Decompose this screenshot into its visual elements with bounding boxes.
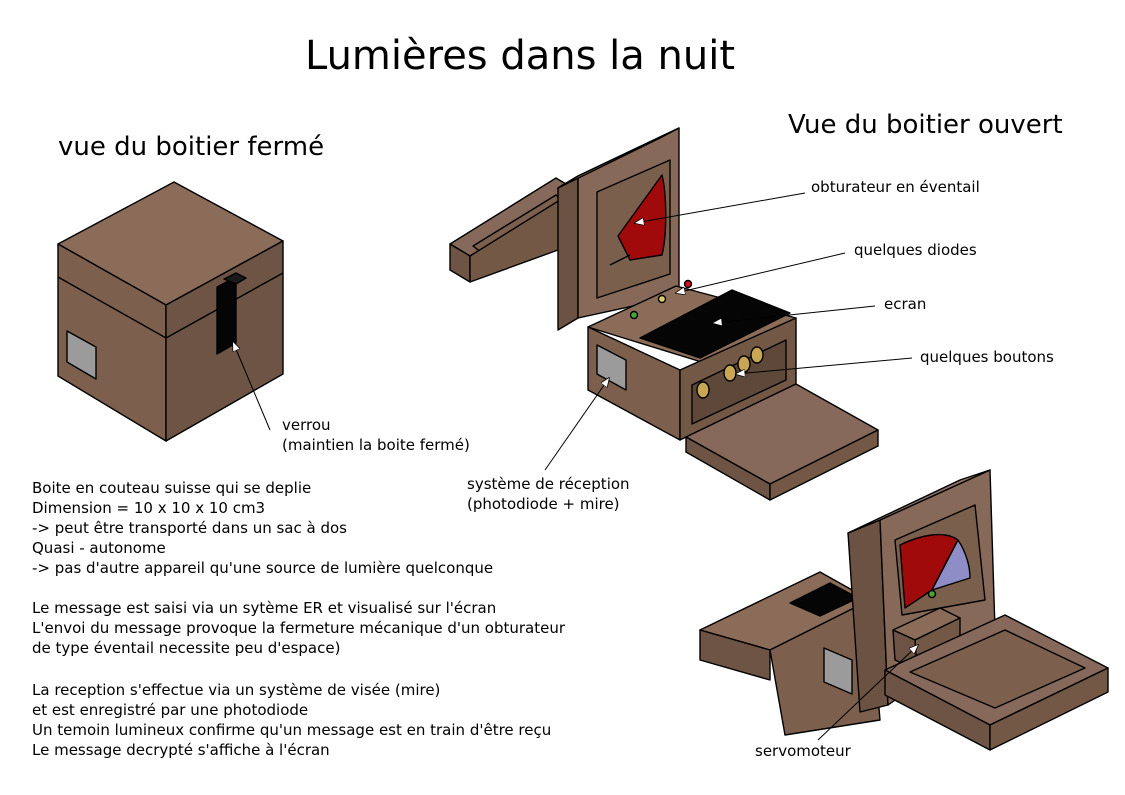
description-line: et est enregistré par une photodiode: [32, 701, 309, 719]
lock-latch-side: [223, 272, 247, 285]
closed-box: [57, 181, 284, 442]
side-unit-window: [823, 647, 853, 695]
reception-window: [596, 344, 627, 391]
back-panel-top: [557, 127, 680, 189]
description-line: Un temoin lumineux confirme qu'un messag…: [32, 721, 552, 739]
description-line: La reception s'effectue via un système d…: [32, 681, 441, 699]
callout-servo: [817, 645, 918, 741]
description-line: -> peut être transporté dans un sac à do…: [32, 519, 347, 537]
button-1: [696, 381, 710, 399]
description-paragraph-2: Le message est saisi via un sytème ER et…: [32, 598, 565, 658]
closed-box-sensor-window: [66, 330, 97, 380]
closed-box-lid-seam: [57, 272, 284, 339]
callouts: [233, 192, 918, 741]
button-4: [750, 346, 764, 364]
lock-label: verrou: [282, 416, 331, 434]
description-paragraph-3: La reception s'effectue via un système d…: [32, 680, 551, 760]
description-line: Boite en couteau suisse qui se deplie: [32, 479, 312, 497]
shutter2-violet: [931, 539, 971, 591]
reception-label: système de réception: [467, 475, 630, 493]
screen-label: ecran: [884, 295, 927, 313]
led-yellow: [657, 294, 667, 304]
description-line: L'envoi du message provoque la fermeture…: [32, 619, 566, 637]
led-green: [629, 310, 639, 320]
lock-label-detail: (maintien la boite fermé): [282, 436, 470, 454]
page-title: Lumières dans la nuit: [305, 33, 735, 79]
buttons-label: quelques boutons: [920, 348, 1054, 366]
description-line: Le message est saisi via un sytème ER et…: [32, 599, 497, 617]
callout-reception: [544, 378, 609, 471]
button-3: [737, 355, 751, 373]
shutter-label: obturateur en éventail: [811, 178, 980, 196]
led-red: [683, 279, 693, 289]
callout-diodes: [676, 252, 846, 293]
button-2: [723, 364, 737, 382]
description-line: de type éventail necessite peu d'espace): [32, 639, 341, 657]
callout-lock: [233, 342, 271, 431]
description-paragraph-1: Boite en couteau suisse qui se deplie Di…: [32, 478, 493, 578]
description-line: Dimension = 10 x 10 x 10 cm3: [32, 499, 266, 517]
tray2-inner: [909, 629, 1086, 709]
reception-label-detail: (photodiode + mire): [467, 495, 620, 513]
tray2-side: [989, 667, 1109, 751]
closed-view-heading: vue du boitier fermé: [58, 132, 325, 162]
side-unit-front: [699, 629, 771, 681]
back-panel2-top: [847, 469, 991, 534]
description-line: Quasi - autonome: [32, 539, 166, 557]
shutter2-red: [899, 533, 959, 609]
callout-screen: [713, 305, 876, 323]
front-tray-side: [769, 429, 879, 501]
diodes-label: quelques diodes: [854, 241, 977, 259]
servo-label: servomoteur: [755, 742, 851, 760]
description-line: -> pas d'autre appareil qu'une source de…: [32, 559, 494, 577]
shutter-pivot-line: [609, 254, 631, 266]
callout-shutter: [635, 192, 806, 223]
open-box-second-view: [699, 469, 1109, 751]
led2-green: [927, 589, 937, 599]
back-panel-side: [557, 175, 579, 331]
callout-buttons: [736, 357, 913, 374]
description-line: Le message decrypté s'affiche à l'écran: [32, 741, 330, 759]
open-view-heading: Vue du boitier ouvert: [788, 110, 1063, 140]
